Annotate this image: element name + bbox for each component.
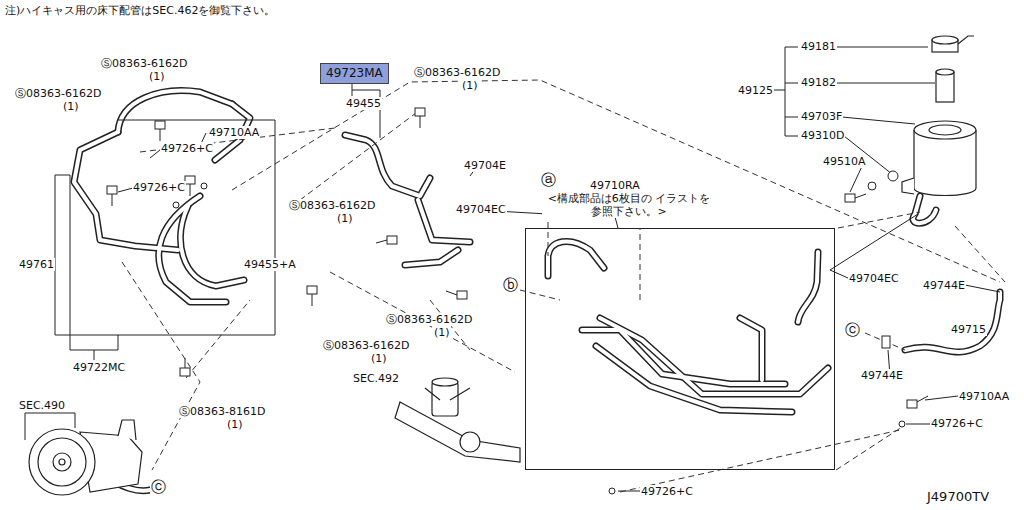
part-number: 49455 xyxy=(345,97,382,110)
part-number: 49510A xyxy=(822,155,867,168)
quantity: (1) xyxy=(461,79,479,92)
part-number: 49744E xyxy=(922,279,966,292)
part-number: 49310D xyxy=(800,129,845,142)
part-number: 49744E xyxy=(860,369,904,382)
part-number: 49726+C xyxy=(930,417,984,430)
part-number: Ⓢ08363-8161D xyxy=(178,405,266,418)
part-number: 49726+C xyxy=(640,485,694,498)
assembly-frame: 49710RA<構成部品は6枚目の イラストを参照下さい。> xyxy=(525,228,835,470)
connection-mark: ⓑ xyxy=(502,279,519,292)
part-number: 49710AA xyxy=(958,390,1010,403)
part-number: 49715 xyxy=(950,323,987,336)
part-number: 49726+C xyxy=(160,142,214,155)
part-number: Ⓢ08363-6162D xyxy=(288,199,376,212)
part-number: 49722MC xyxy=(72,361,126,374)
assembly-note: <構成部品は6枚目の イラストを参照下さい。> xyxy=(542,192,716,218)
part-number: 49761 xyxy=(18,258,55,271)
part-number: 49455+A xyxy=(243,258,297,271)
note: 注)ハイキャス用の床下配管はSEC.462を御覧下さい。 xyxy=(4,4,276,17)
section-ref: SEC.490 xyxy=(18,399,66,412)
part-number: 49703F xyxy=(800,110,843,123)
part-number: Ⓢ08363-6162D xyxy=(413,66,501,79)
quantity: (1) xyxy=(62,100,80,113)
part-number: Ⓢ08363-6162D xyxy=(385,313,473,326)
quantity: (1) xyxy=(226,418,244,431)
connection-mark: ⓒ xyxy=(844,324,861,337)
quantity: (1) xyxy=(336,212,354,225)
part-number: Ⓢ08363-6162D xyxy=(100,57,188,70)
quantity: (1) xyxy=(148,70,166,83)
highlighted-part-box: 49723MA xyxy=(320,63,389,84)
quantity: (1) xyxy=(370,352,388,365)
part-number: Ⓢ08363-6162D xyxy=(14,87,102,100)
part-number: 49125 xyxy=(737,84,774,97)
part-number: 49704EC xyxy=(455,203,507,216)
quantity: (1) xyxy=(433,326,451,339)
connection-mark: ⓐ xyxy=(540,174,557,187)
part-number: 49726+C xyxy=(132,181,186,194)
part-number: 49704EC xyxy=(848,272,900,285)
part-number: 49710AA xyxy=(208,126,260,139)
part-number: 49723MA xyxy=(326,66,383,81)
part-number: Ⓢ08363-6162D xyxy=(322,339,410,352)
part-number: 49182 xyxy=(800,76,837,89)
sheet-code: J49700TV xyxy=(926,490,990,503)
part-number: 49181 xyxy=(800,40,837,53)
part-number: 49710RA xyxy=(588,179,642,192)
part-number: 49704E xyxy=(463,159,507,172)
connection-mark: ⓒ xyxy=(150,481,167,494)
section-ref: SEC.492 xyxy=(352,372,400,385)
